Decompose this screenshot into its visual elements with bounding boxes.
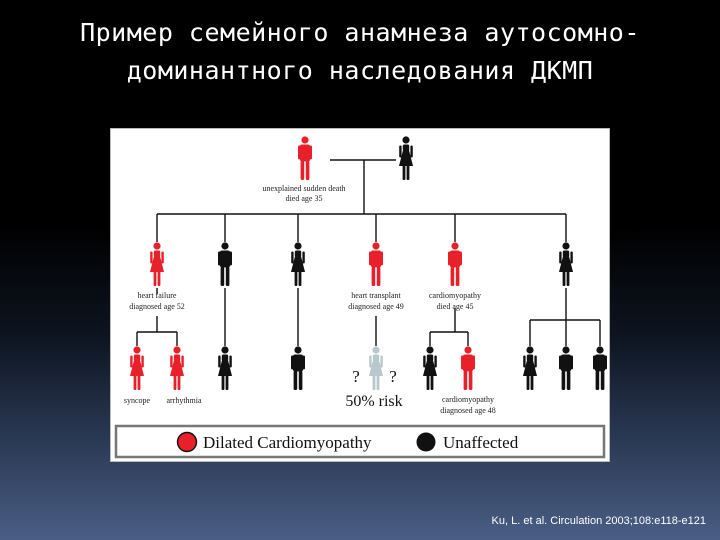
legend-unaffected-swatch [416, 432, 436, 452]
gen2-a-label-line2: diagnosed age 52 [129, 302, 185, 311]
slide-title: Пример семейного анамнеза аутосомно- дом… [0, 14, 720, 90]
gen1-label-line1: unexplained sudden death [262, 184, 345, 193]
legend-affected-swatch [176, 431, 198, 453]
gen3-e-female-unaffected [423, 346, 437, 390]
gen1-female-unaffected [399, 136, 413, 180]
legend: Dilated Cardiomyopathy Unaffected [114, 424, 606, 459]
gen2-c-female-unaffected [291, 242, 305, 286]
legend-affected-label: Dilated Cardiomyopathy [203, 433, 372, 452]
gen3-a-label: syncope [124, 396, 151, 405]
pedigree-panel: unexplained sudden death died age 35 hea… [110, 128, 610, 462]
gen3-f-label-line2: diagnosed age 48 [440, 406, 496, 415]
title-line-1: Пример семейного анамнеза аутосомно- [80, 18, 640, 47]
gen2-d-label-line1: heart transplant [351, 291, 401, 300]
gen2-d-label-line2: diagnosed age 49 [348, 302, 404, 311]
gen3-f-male-affected [461, 346, 475, 390]
gen3-b-label: arrhythmia [166, 396, 202, 405]
gen1-label-line2: died age 35 [286, 194, 323, 203]
pedigree-lines [136, 159, 601, 346]
legend-frame [114, 424, 606, 459]
unknown-question-right: ? [389, 367, 397, 386]
gen2-e-male-affected [448, 242, 462, 286]
gen2-a-label-line1: heart failure [138, 291, 177, 300]
risk-label: 50% risk [345, 393, 402, 410]
title-line-2: доминантного наследования ДКМП [126, 56, 594, 85]
gen3-b-female-affected [170, 346, 184, 390]
gen3-a-female-affected [130, 346, 144, 390]
gen2-f-female-unaffected [559, 242, 573, 286]
legend-unaffected-label: Unaffected [443, 433, 519, 452]
citation: Ku, L. et al. Circulation 2003;108:e118-… [491, 515, 706, 527]
gen2-e-label-line1: cardiomyopathy [429, 291, 481, 300]
gen3-i-male-unaffected [593, 346, 607, 390]
gen3-f-label-line1: cardiomyopathy [442, 395, 494, 404]
gen3-g-female-unaffected [523, 346, 537, 390]
gen2-d-male-affected [369, 242, 383, 286]
gen3-c-female-unaffected [218, 346, 232, 390]
gen3-h-male-unaffected [559, 346, 573, 390]
panel-border [110, 128, 610, 462]
gen3-unknown-at-risk [369, 346, 383, 390]
gen3-d-male-unaffected [291, 346, 305, 390]
gen2-a-female-affected [150, 242, 164, 286]
gen2-b-male-unaffected [218, 242, 232, 286]
pedigree-diagram: unexplained sudden death died age 35 hea… [110, 128, 610, 462]
unknown-question-left: ? [352, 367, 360, 386]
gen1-male-affected [298, 136, 312, 180]
gen2-e-label-line2: died age 45 [437, 302, 474, 311]
